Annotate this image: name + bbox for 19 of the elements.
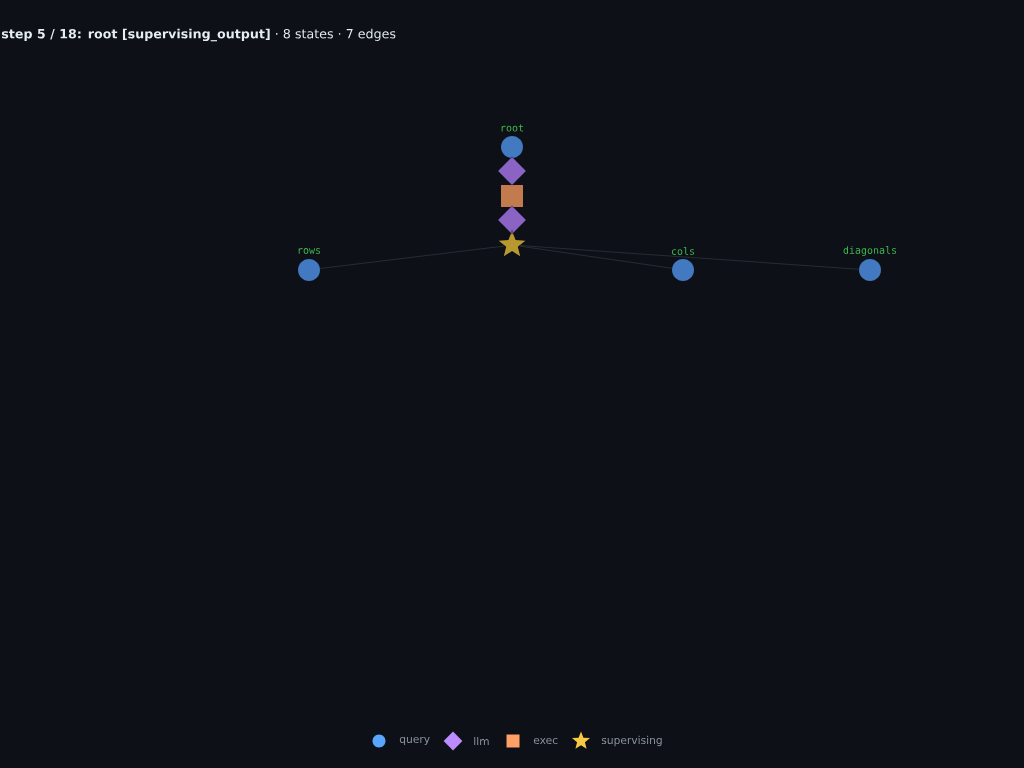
edge-line: [511, 156, 513, 159]
edge-line: [319, 245, 506, 270]
edge-line: [511, 205, 513, 208]
edge-line: [511, 229, 513, 235]
node-label: root: [501, 124, 524, 132]
legend-label: query: [399, 736, 430, 746]
legend-label: llm: [474, 736, 489, 746]
edge-line: [519, 245, 860, 270]
diamond-node: [498, 157, 526, 185]
node-label: diagonals: [843, 246, 897, 256]
star-node: [498, 231, 526, 257]
legend-label: supervising: [601, 735, 662, 747]
title: step 5 / 18: root [supervising_output] · 8 states · 7 edges: [1, 28, 396, 42]
diamond-node: [498, 206, 526, 234]
node-label: cols: [671, 247, 695, 255]
edge-line: [518, 245, 673, 269]
square-node: [501, 185, 523, 207]
node-label: rows: [298, 248, 321, 254]
legend-label: exec: [533, 737, 558, 745]
